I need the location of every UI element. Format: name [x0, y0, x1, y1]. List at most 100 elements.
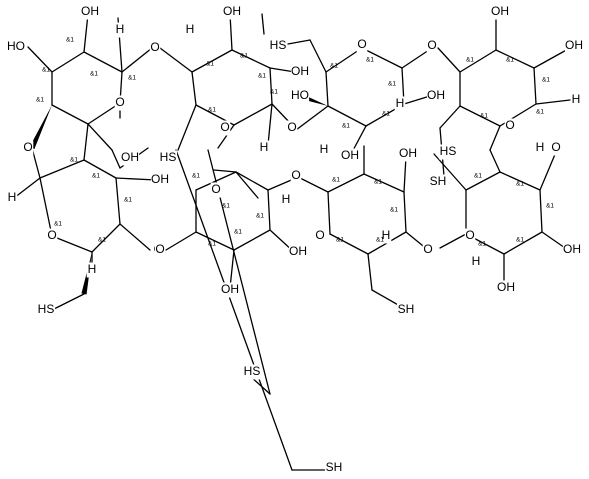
- bond-line: [13, 177, 41, 199]
- hydrogen-label-background: [86, 262, 98, 278]
- bond-line: [121, 47, 153, 73]
- hydroxyl-label-background: [564, 38, 584, 54]
- oxygen-label-background: [290, 168, 302, 184]
- ring-oxygen-label: O: [315, 228, 324, 242]
- bond-line: [269, 67, 296, 73]
- bond-line: [327, 191, 331, 235]
- bond-line: [235, 171, 269, 191]
- hydroxyl-label: HO: [7, 39, 25, 53]
- bond-line: [83, 51, 123, 73]
- stereo-label: &1: [390, 207, 398, 214]
- oxygen-label: O: [23, 140, 32, 154]
- bond-line: [87, 123, 113, 151]
- stereo-label: &1: [374, 179, 382, 186]
- ring-oxygen-label-background: [46, 228, 58, 244]
- hydrogen-label-background: [258, 140, 270, 156]
- hydroxyl-label: OH: [221, 282, 239, 296]
- ring-oxygen-label-background: [464, 228, 476, 244]
- hydroxyl-label-background: [398, 146, 418, 162]
- oxygen-label: O: [155, 242, 164, 256]
- stereo-label: &1: [128, 75, 136, 82]
- bond-line: [229, 13, 233, 51]
- stereo-label: &1: [92, 173, 100, 180]
- oxygen-label: O: [291, 168, 300, 182]
- stereo-label: &1: [516, 181, 524, 188]
- ring-oxygen-label-background: [210, 182, 222, 198]
- thiol-label-background: [158, 150, 178, 166]
- thiol-label-background: [36, 302, 56, 318]
- bond-line: [309, 39, 327, 73]
- stereo-label: &1: [208, 241, 216, 248]
- wedge-bond: [29, 105, 52, 150]
- bond-line: [51, 51, 85, 73]
- hydrogen-label: H: [282, 192, 291, 206]
- ring-oxygen-label-background: [314, 228, 326, 244]
- thiol-label-background: [268, 38, 288, 54]
- ring-oxygen-label: O: [47, 228, 56, 242]
- thiol-label: HS: [38, 302, 55, 316]
- bond-line: [177, 104, 197, 151]
- thiol-label-background: [324, 460, 344, 476]
- oxygen-label: O: [150, 40, 159, 54]
- bond-line: [299, 177, 329, 193]
- thiol-label: SH: [398, 302, 415, 316]
- bond-line: [433, 153, 467, 191]
- hydroxyl-label-background: [496, 280, 516, 296]
- hydrogen-label-background: [184, 22, 196, 38]
- thiol-label: SH: [430, 174, 447, 188]
- bond-line: [115, 177, 121, 225]
- ring-oxygen-label: O: [357, 37, 366, 51]
- bond-line: [83, 13, 89, 53]
- bond-line: [231, 49, 271, 69]
- bond-line: [267, 103, 273, 146]
- bond-line: [83, 159, 117, 179]
- bond-line: [91, 223, 121, 253]
- stereo-label: &1: [366, 57, 374, 64]
- bond-line: [535, 99, 571, 105]
- hydroxyl-label: OH: [399, 146, 417, 160]
- bond-line: [39, 177, 53, 237]
- bond-line: [367, 253, 373, 291]
- oxygen-label: O: [287, 120, 296, 134]
- stereo-label: &1: [546, 203, 554, 210]
- bond-line: [269, 67, 273, 105]
- bond-line: [403, 191, 407, 233]
- stereo-label: &1: [270, 89, 278, 96]
- bond-line: [165, 231, 197, 251]
- bond-line: [195, 231, 235, 251]
- oxygen-label-background: [154, 242, 166, 258]
- stereo-label: &1: [206, 61, 214, 68]
- thiol-label: HS: [270, 38, 287, 52]
- bond-line: [465, 171, 501, 191]
- bond-line: [489, 149, 501, 173]
- hydroxyl-label: OH: [291, 64, 309, 78]
- hydrogen-label: H: [396, 96, 405, 110]
- bond-line: [295, 105, 329, 131]
- stereo-label: &1: [474, 173, 482, 180]
- hydroxyl-label-background: [290, 88, 310, 104]
- bond-line: [503, 231, 543, 255]
- hydrogen-label: H: [88, 262, 97, 276]
- stereo-label: &1: [382, 111, 390, 118]
- stereo-label-layer: &1&1&1&1&1&1&1&1&1&1&1&1&1&1&1&1&1&1&1&1…: [36, 37, 554, 248]
- stereo-label: &1: [466, 57, 474, 64]
- stereo-label: &1: [332, 177, 340, 184]
- oxygen-label-background: [422, 242, 434, 258]
- ring-oxygen-label-background: [504, 118, 516, 134]
- bond-line: [191, 71, 197, 106]
- bond-line: [235, 171, 259, 199]
- stereo-label: &1: [542, 77, 550, 84]
- hydroxyl-label-background: [290, 64, 310, 80]
- hydrogen-label: H: [536, 140, 545, 154]
- thiol-label-background: [438, 144, 458, 160]
- bond-line: [31, 147, 41, 179]
- bond-line: [533, 67, 537, 105]
- bond-line: [539, 151, 557, 191]
- ring-oxygen-label-background: [219, 120, 231, 136]
- hydroxyl-label: OH: [151, 172, 169, 186]
- ring-oxygen-label: O: [211, 182, 220, 196]
- hydroxyl-label: OH: [289, 244, 307, 258]
- bond-line: [459, 105, 501, 127]
- hydroxyl-label: OH: [491, 4, 509, 18]
